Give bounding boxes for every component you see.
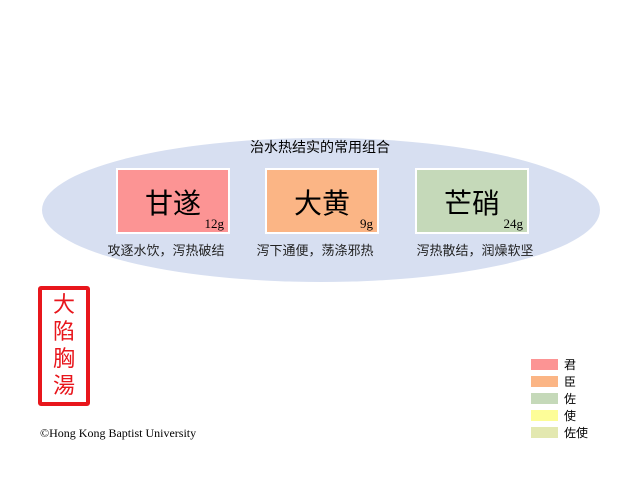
herb-dose: 12g (204, 216, 225, 231)
copyright: ©Hong Kong Baptist University (40, 426, 197, 440)
legend-label: 君 (564, 358, 577, 372)
seal-char: 陷 (52, 319, 75, 345)
legend-swatch (531, 427, 558, 438)
seal-char: 大 (52, 292, 75, 318)
legend-swatch (531, 359, 558, 370)
seal-char: 胸 (52, 346, 75, 372)
herb-box-mangxiao: 芒硝 24g (415, 168, 529, 234)
herb-name: 甘遂 (144, 187, 201, 220)
legend: 君 臣 佐 使 佐使 (531, 356, 588, 441)
diagram-title: 治水热结实的常用组合 (250, 140, 390, 156)
legend-swatch (531, 376, 558, 387)
legend-item: 佐 (531, 390, 588, 407)
legend-swatch (531, 410, 558, 421)
herb-name: 芒硝 (443, 187, 500, 220)
seal-char: 湯 (52, 373, 75, 399)
legend-item: 君 (531, 356, 588, 373)
legend-label: 使 (564, 409, 577, 423)
herb-name: 大黄 (293, 187, 350, 220)
legend-item: 臣 (531, 373, 588, 390)
herb-dose: 24g (503, 216, 524, 231)
herb-box-dahuang: 大黄 9g (265, 168, 379, 234)
legend-swatch (531, 393, 558, 404)
legend-item: 佐使 (531, 424, 588, 441)
herb-box-gansui: 甘遂 12g (116, 168, 230, 234)
legend-label: 臣 (564, 375, 577, 389)
legend-label: 佐 (564, 392, 577, 406)
herb-description: 攻逐水饮，泻热破结 (107, 244, 225, 259)
herb-dose: 9g (360, 216, 373, 231)
herb-description: 泻热散结，润燥软坚 (416, 244, 534, 259)
herb-description: 泻下通便，荡涤邪热 (256, 244, 374, 259)
seal-stamp: 大 陷 胸 湯 (38, 286, 90, 406)
legend-label: 佐使 (564, 426, 589, 440)
legend-item: 使 (531, 407, 588, 424)
